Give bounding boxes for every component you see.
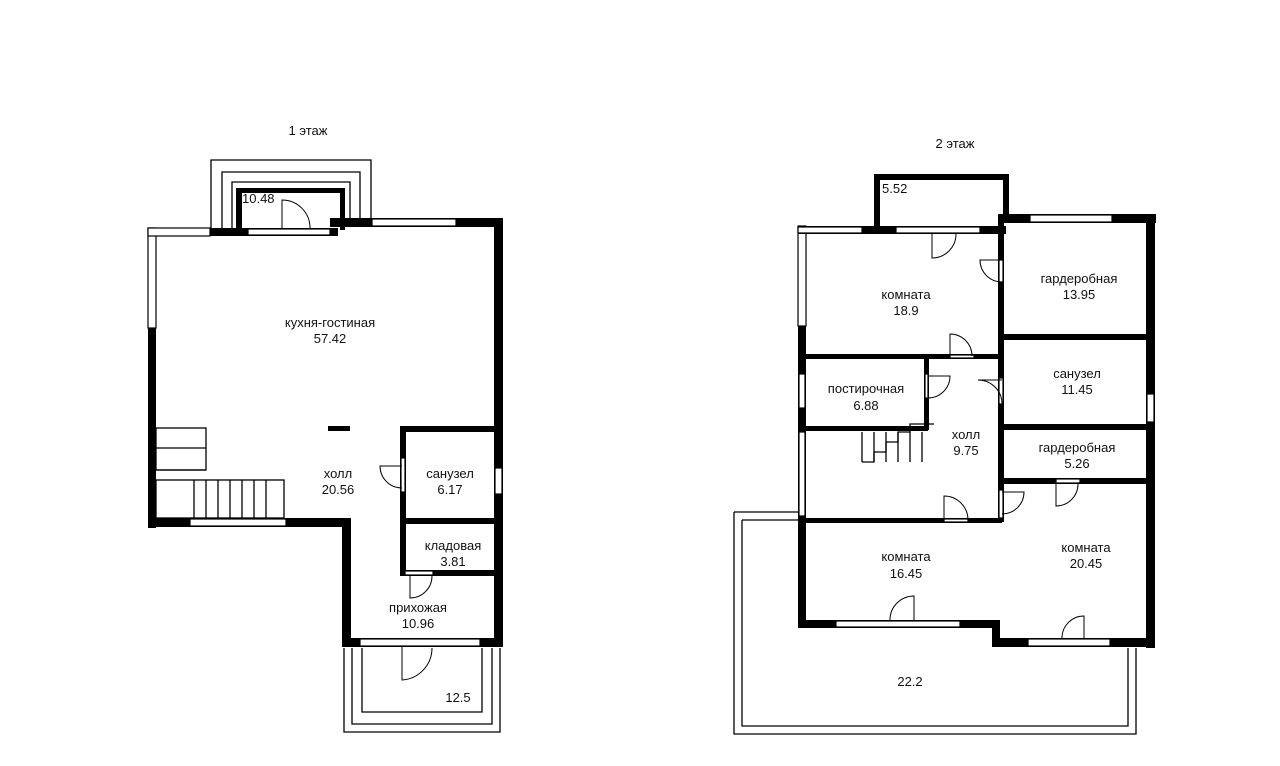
room-name-entrance-hall: прихожая xyxy=(389,600,447,615)
floor-1-stairs xyxy=(155,427,285,519)
floor-2-bathroom-door[interactable] xyxy=(977,379,1003,405)
room-name-room-a: комната xyxy=(881,287,931,302)
room-name-hall-2: холл xyxy=(952,427,980,442)
room-name-wardrobe-b: гардеробная xyxy=(1039,440,1116,455)
floor-1-entrance-door[interactable] xyxy=(401,647,433,681)
floor-2-room-c-door[interactable] xyxy=(1001,491,1025,515)
floor-1-bathroom-door[interactable] xyxy=(379,465,403,489)
floor-1-porch: 12.5 xyxy=(343,648,501,733)
room-name-laundry: постирочная xyxy=(828,381,904,396)
room-area-entrance-hall: 10.96 xyxy=(402,616,435,631)
floor-1-balcony-area: 10.48 xyxy=(242,191,275,206)
room-name-pantry: кладовая xyxy=(425,538,482,553)
floor-2-room-c-balcony-door[interactable] xyxy=(1061,615,1085,639)
floor-1-walls xyxy=(147,218,503,647)
floor-2-walls xyxy=(797,214,1156,648)
room-name-hall-1: холл xyxy=(324,466,352,481)
room-area-pantry: 3.81 xyxy=(440,554,465,569)
floor-1-porch-area: 12.5 xyxy=(445,690,470,705)
room-area-hall-1: 20.56 xyxy=(322,482,355,497)
room-area-laundry: 6.88 xyxy=(853,398,878,413)
room-name-room-c: комната xyxy=(1061,540,1111,555)
room-name-bathroom-1: санузел xyxy=(426,466,474,481)
floor-2-room-b-balcony-door[interactable] xyxy=(889,595,915,621)
floor-2-room-a-door-2[interactable] xyxy=(949,333,973,357)
floor-2-wardrobe-a-door[interactable] xyxy=(979,259,1003,283)
floor-2-wardrobe-b-door[interactable] xyxy=(1055,483,1079,507)
room-area-room-a: 18.9 xyxy=(893,303,918,318)
room-area-room-c: 20.45 xyxy=(1070,556,1103,571)
floor-1-title: 1 этаж xyxy=(289,123,328,138)
room-area-room-b: 16.45 xyxy=(890,566,923,581)
room-name-room-b: комната xyxy=(881,549,931,564)
floor-1-plan: 1 этаж 10.48 xyxy=(147,123,503,733)
floor-2-room-a-door[interactable] xyxy=(931,233,957,259)
room-name-bathroom-2: санузел xyxy=(1053,366,1101,381)
room-area-bathroom-2: 11.45 xyxy=(1061,382,1093,397)
floor-2-room-b-door[interactable] xyxy=(943,495,969,521)
room-area-hall-2: 9.75 xyxy=(953,443,978,458)
floor-2-laundry-door[interactable] xyxy=(927,375,951,399)
room-area-wardrobe-a: 13.95 xyxy=(1063,287,1096,302)
room-area-bathroom-1: 6.17 xyxy=(437,482,462,497)
floor-2-terrace: 22.2 xyxy=(733,511,1137,735)
floor-2-plan: 2 этаж 5.52 xyxy=(733,136,1156,735)
room-name-kitchen-living: кухня-гостиная xyxy=(285,315,375,330)
room-area-wardrobe-b: 5.26 xyxy=(1064,456,1089,471)
floor-2-balcony-area: 5.52 xyxy=(882,181,907,196)
floor-1-balcony: 10.48 xyxy=(210,159,372,230)
floor-2-partitions xyxy=(806,222,1150,523)
room-area-kitchen-living: 57.42 xyxy=(314,331,347,346)
floor-2-title: 2 этаж xyxy=(936,136,975,151)
floor-1-partitions xyxy=(400,426,500,576)
floor-2-stairs xyxy=(861,423,934,463)
floor-2-balcony: 5.52 xyxy=(874,174,1009,230)
floor-2-terrace-area: 22.2 xyxy=(897,674,922,689)
floor-1-pantry-door[interactable] xyxy=(409,575,433,599)
room-name-wardrobe-a: гардеробная xyxy=(1041,271,1118,286)
